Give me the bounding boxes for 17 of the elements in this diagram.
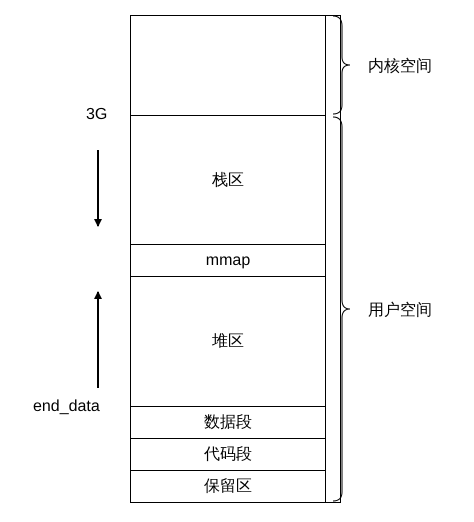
region-label: 保留区 <box>204 477 252 497</box>
memory-region <box>130 470 326 502</box>
memory-region <box>130 15 326 115</box>
address-label: 3G <box>86 106 108 124</box>
region-label: mmap <box>206 252 250 270</box>
memory-region <box>130 276 326 406</box>
memory-region <box>130 406 326 438</box>
address-label: end_data <box>33 398 100 416</box>
region-label: 栈区 <box>212 170 244 190</box>
space-label: 用户空间 <box>368 300 432 321</box>
memory-region <box>130 438 326 470</box>
region-label: 数据段 <box>204 413 252 433</box>
region-label: 堆区 <box>212 332 244 352</box>
region-label: 代码段 <box>204 445 252 465</box>
space-label: 内核空间 <box>368 56 432 77</box>
memory-region <box>130 244 326 276</box>
memory-region <box>130 115 326 244</box>
